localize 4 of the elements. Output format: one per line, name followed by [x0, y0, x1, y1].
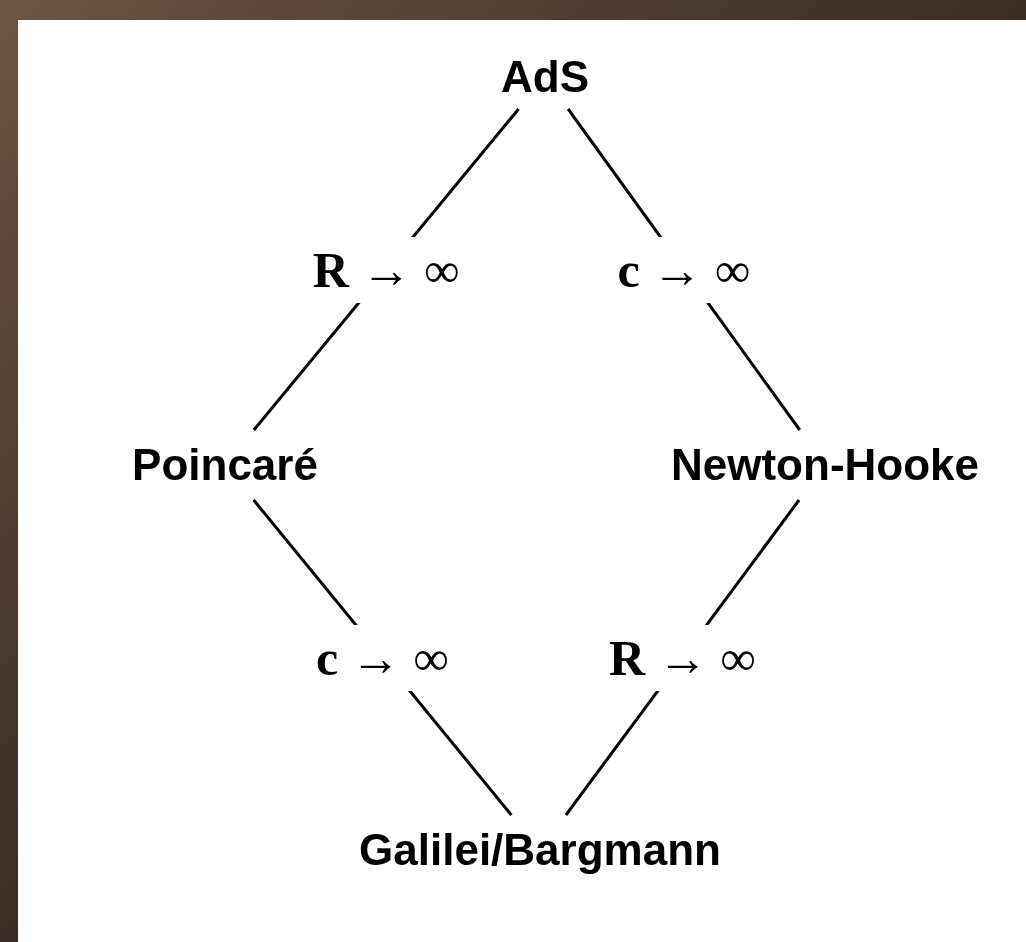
- node-label: AdS: [501, 55, 589, 99]
- node-label: Galilei/Bargmann: [359, 828, 721, 872]
- node-label: Newton-Hooke: [671, 443, 979, 487]
- node-label: Poincaré: [132, 443, 318, 487]
